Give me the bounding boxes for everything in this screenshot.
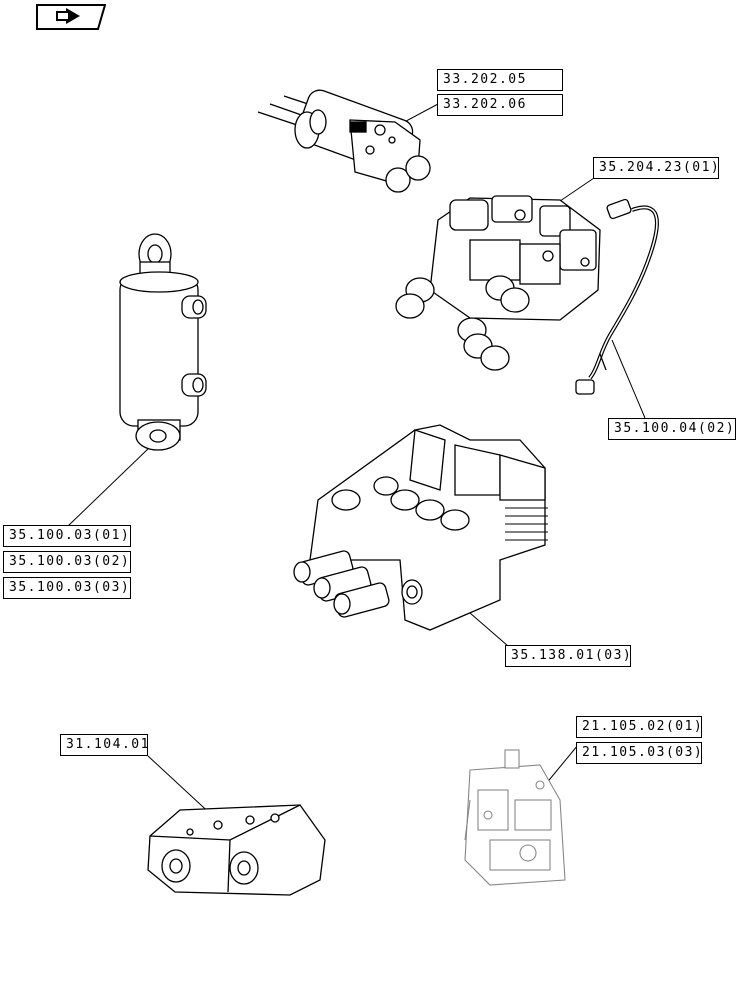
- ref-35-138-01-03[interactable]: 35.138.01(03): [505, 645, 631, 667]
- ref-21-105-03-03[interactable]: 21.105.03(03): [576, 742, 702, 764]
- ref-35-100-03-01[interactable]: 35.100.03(01): [3, 525, 131, 547]
- hydraulic-cylinder-icon[interactable]: [119, 233, 207, 451]
- valve-block-icon[interactable]: [147, 804, 326, 896]
- ref-21-105-02-01[interactable]: 21.105.02(01): [576, 716, 702, 738]
- previous-page-arrow-icon: [36, 4, 107, 30]
- stacked-control-valve-icon[interactable]: [293, 424, 548, 631]
- hydraulic-hose-icon[interactable]: [575, 198, 659, 395]
- previous-page-button[interactable]: [36, 4, 107, 30]
- ref-35-100-03-03[interactable]: 35.100.03(03): [3, 577, 131, 599]
- hydraulic-pump-icon[interactable]: [464, 749, 566, 886]
- ref-33-202-06[interactable]: 33.202.06: [437, 94, 563, 116]
- control-valve-assembly-icon[interactable]: [395, 195, 601, 371]
- ref-33-202-05[interactable]: 33.202.05: [437, 69, 563, 91]
- ref-35-100-04-02[interactable]: 35.100.04(02): [608, 418, 736, 440]
- ref-31-104-01[interactable]: 31.104.01: [60, 734, 148, 756]
- remote-valve-icon[interactable]: [257, 87, 431, 193]
- ref-35-100-03-02[interactable]: 35.100.03(02): [3, 551, 131, 573]
- ref-35-204-23-01[interactable]: 35.204.23(01): [593, 157, 719, 179]
